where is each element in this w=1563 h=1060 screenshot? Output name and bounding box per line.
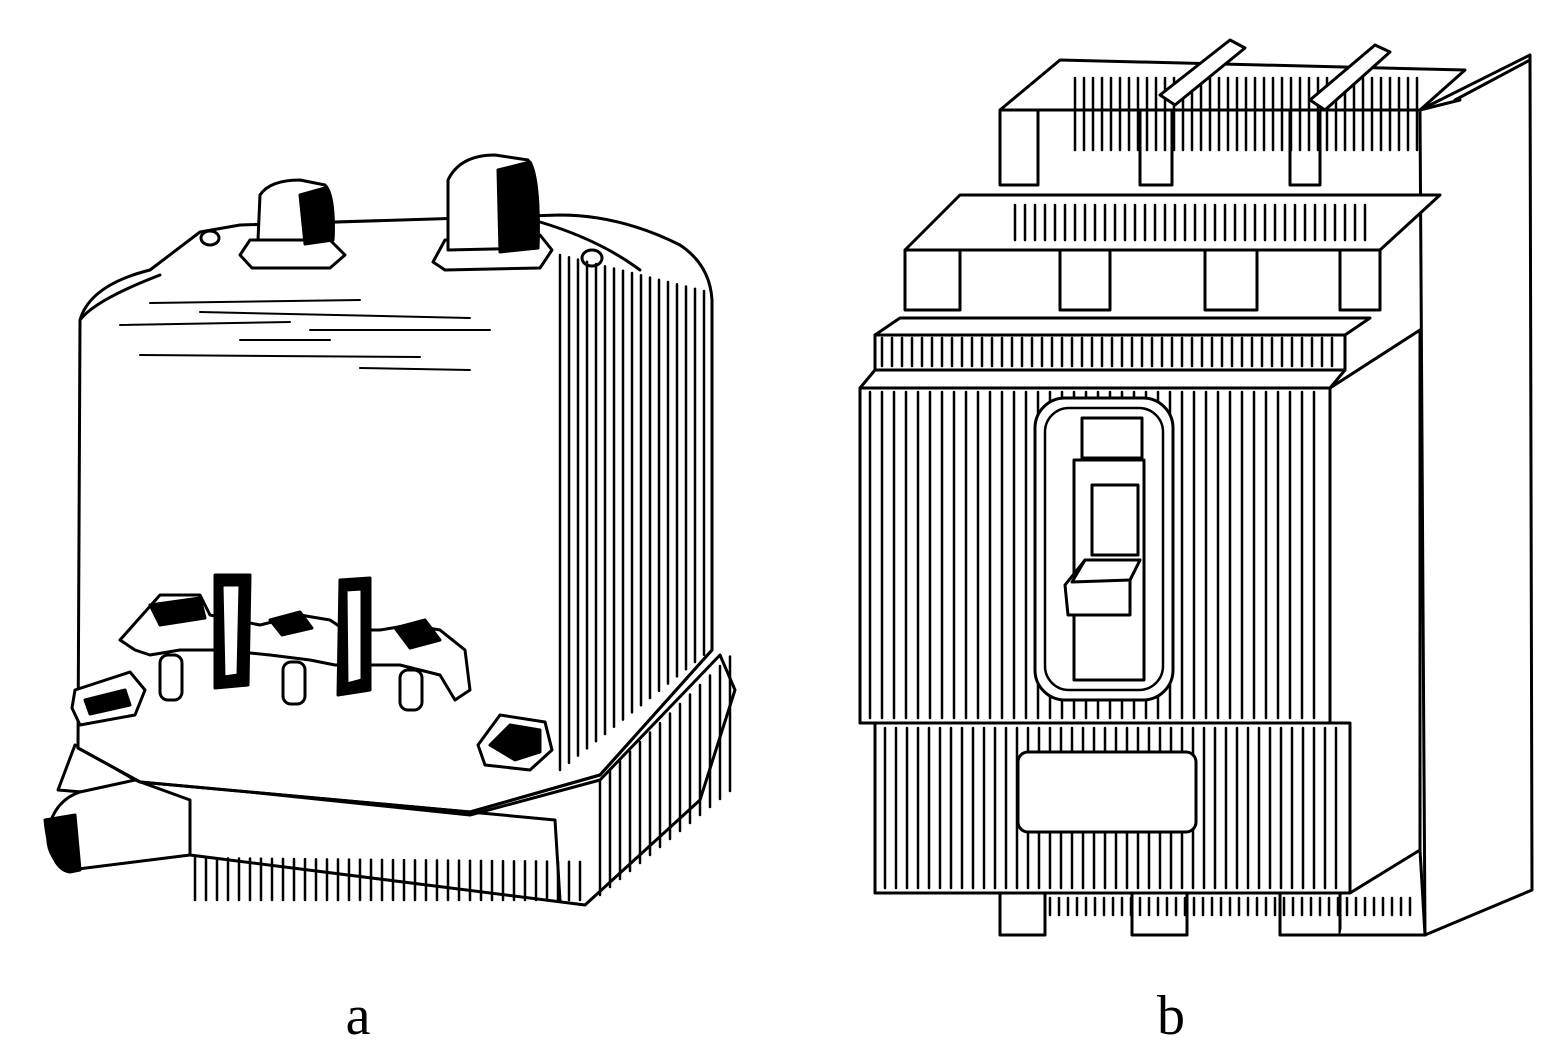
circuit-breaker-illustration [858, 38, 1534, 937]
device-a-top-hole [580, 248, 604, 268]
device-b-rear-terminal-hatching [1073, 76, 1419, 152]
device-a-top-hole [199, 229, 221, 247]
device-b-front-terminal-hatching [1013, 203, 1367, 242]
device-b-band-hatching [880, 336, 1334, 368]
panel-label-b: b [1157, 985, 1185, 1047]
device-b-toggle-handle[interactable] [1063, 416, 1146, 682]
panel-label-a: a [345, 985, 371, 1047]
device-b-bottom-terminals [998, 848, 1427, 937]
relay-device-illustration [43, 153, 737, 907]
device-b-lower-hatching [883, 726, 1338, 890]
device-a-screw-terminal-left [70, 670, 147, 727]
device-a-base-front-hatching [193, 856, 582, 902]
device-a-base-plate [43, 653, 737, 907]
device-a-top-knob-left [238, 178, 347, 270]
device-a-side-hatching [558, 253, 706, 772]
device-b-top-terminal-row-front [903, 193, 1442, 312]
device-b-bottom-hatching [1048, 896, 1412, 917]
device-b-top-terminal-row-rear [998, 38, 1467, 187]
device-b-upper-rib-band [858, 316, 1372, 390]
device-a-base-side-hatching [598, 655, 732, 897]
device-a-top-highlight-strokes [119, 299, 491, 371]
device-b-side-panel [1418, 53, 1534, 937]
device-a-top-knob-right [431, 153, 554, 272]
device-a-screw-terminal-right [476, 713, 554, 772]
device-b-label-plate [1016, 750, 1198, 834]
device-a-terminal-block [118, 573, 472, 712]
